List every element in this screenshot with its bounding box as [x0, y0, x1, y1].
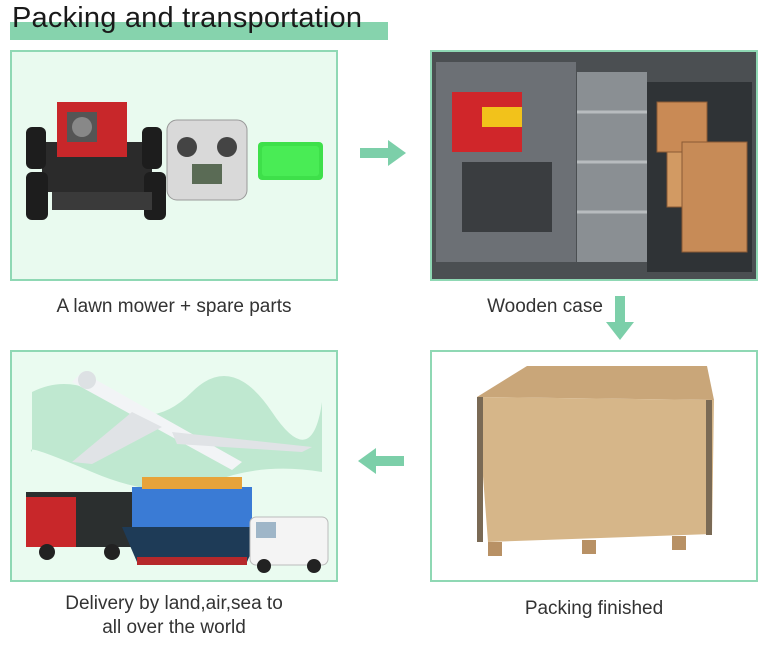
packing-finished-panel: [430, 350, 758, 582]
battery-image: [258, 142, 323, 180]
caption-delivery-line2: all over the world: [102, 617, 246, 638]
truck-image: [26, 492, 136, 560]
caption-lawn-mower: A lawn mower + spare parts: [56, 296, 292, 317]
lawn-mower-and-parts-image: [12, 52, 336, 279]
delivery-transport-image: [12, 352, 336, 580]
title-underline-bar: [10, 22, 388, 40]
caption-wooden-case: Wooden case: [487, 296, 603, 317]
delivery-panel: [10, 350, 338, 582]
van-image: [249, 516, 329, 573]
wooden-crate-image: [432, 352, 756, 580]
caption-packing-finished: Packing finished: [524, 598, 664, 619]
airplane-image: [72, 371, 312, 470]
remote-controller-image: [166, 119, 248, 201]
arrow-left-icon: [358, 448, 404, 474]
lawn-mower-panel: [10, 50, 338, 281]
wooden-case-panel: [430, 50, 758, 281]
arrow-down-icon: [606, 296, 634, 340]
arrow-right-icon: [360, 140, 406, 166]
page-title: Packing and transportation: [12, 2, 363, 34]
wooden-case-image: [432, 52, 756, 279]
cargo-ship-image: [122, 477, 262, 565]
caption-delivery-line1: Delivery by land,air,sea to: [65, 593, 283, 614]
lawn-mower-image: [26, 102, 166, 220]
